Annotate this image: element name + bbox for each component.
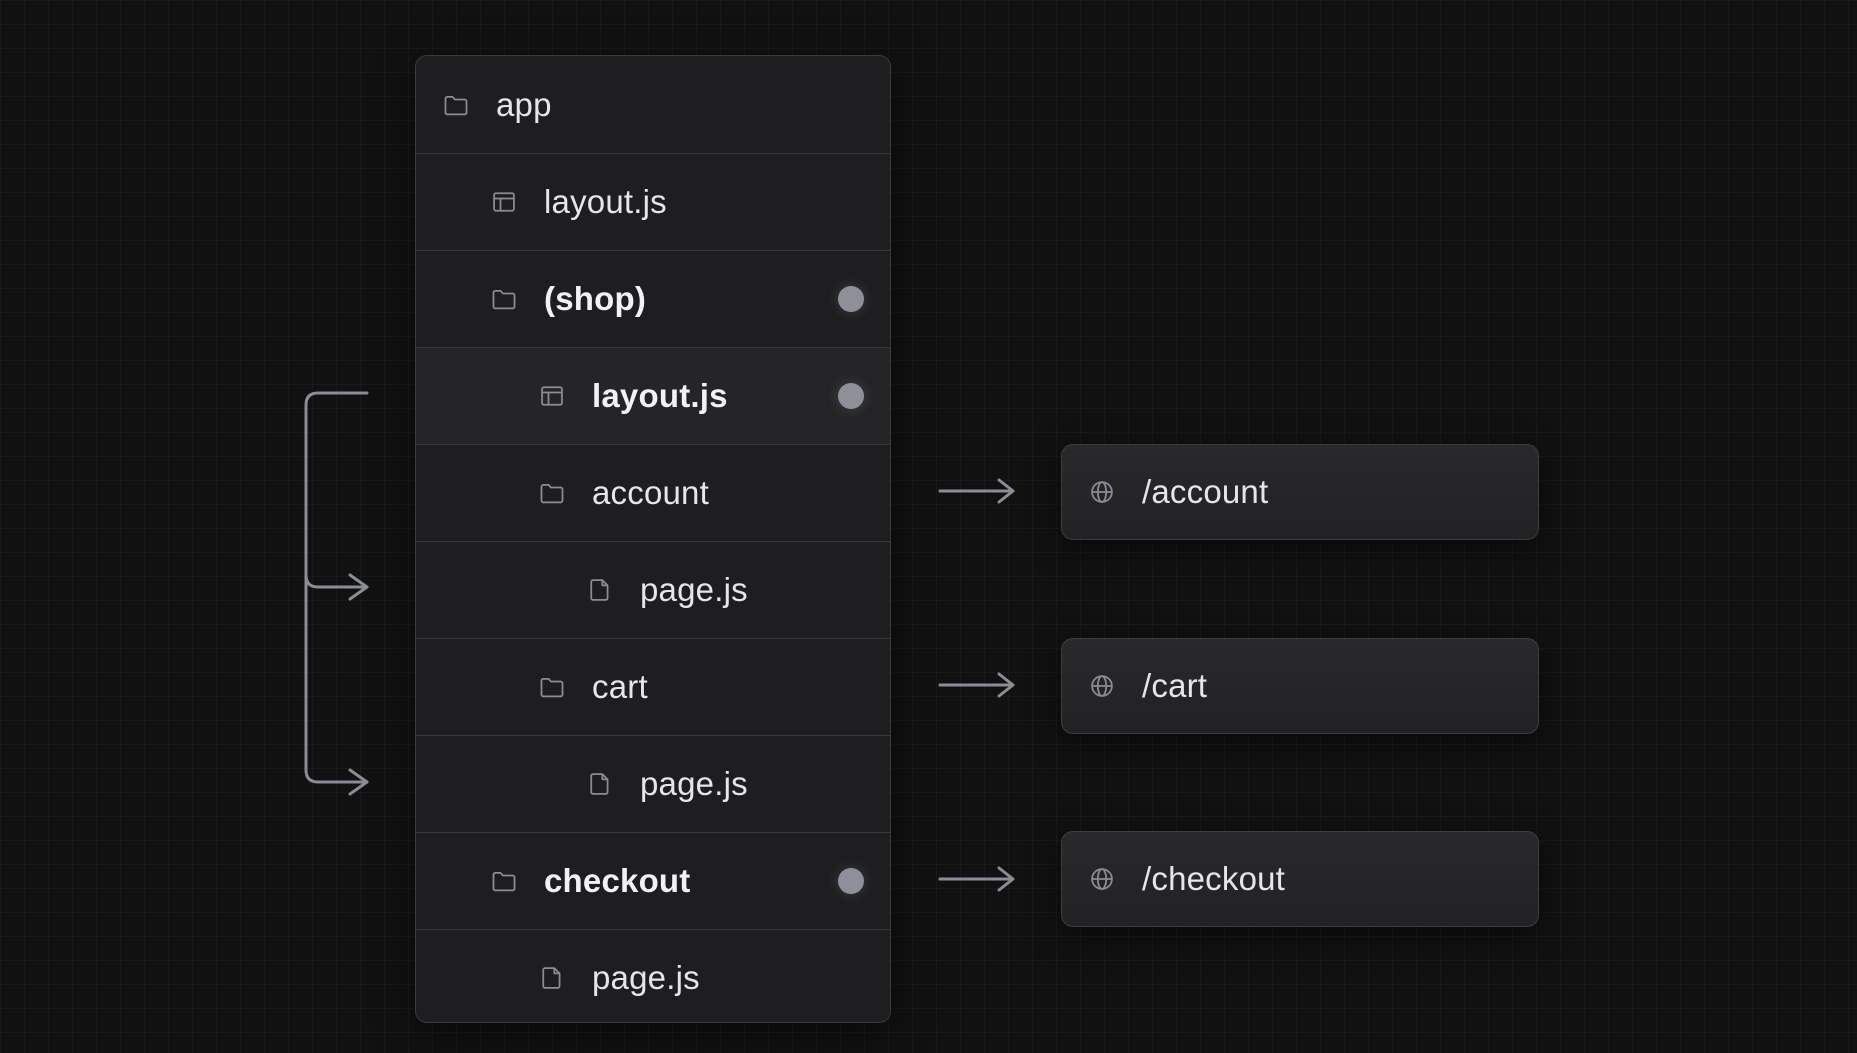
highlight-marker [838,383,864,409]
layout-file-icon [538,382,566,410]
folder-icon [490,285,518,313]
tree-row-app[interactable]: app [416,56,890,153]
folder-icon [538,673,566,701]
route-path: /checkout [1142,860,1286,897]
globe-icon [1088,478,1116,506]
tree-row-label: app [496,85,552,123]
tree-row-label: page.js [640,765,748,802]
tree-row-account[interactable]: account [416,444,890,541]
globe-icon [1088,865,1116,893]
route-card-account[interactable]: /account [1061,444,1539,540]
tree-row-label: account [592,474,709,511]
tree-row-label: (shop) [544,280,647,317]
layout-bracket-branch [304,573,369,589]
tree-row-label: layout.js [544,183,667,220]
layout-file-icon [490,188,518,216]
tree-row-label: layout.js [592,377,728,414]
tree-row-checkout-page-js[interactable]: page.js [416,929,890,1022]
route-arrow-checkout [938,866,1015,892]
bracket-arrowhead-cart [348,768,369,796]
tree-row-label: cart [592,668,648,705]
file-tree: app layout.js (shop) layout.js account p… [415,55,891,1023]
tree-row-checkout[interactable]: checkout [416,832,890,929]
highlight-marker [838,286,864,312]
tree-row-shop-layout-js[interactable]: layout.js [416,347,890,444]
route-path: /cart [1142,667,1208,704]
tree-row-label: page.js [592,959,700,996]
tree-row-layout-js[interactable]: layout.js [416,153,890,250]
folder-icon [490,867,518,895]
folder-icon [538,479,566,507]
route-card-checkout[interactable]: /checkout [1061,831,1539,927]
file-icon [586,576,614,604]
tree-row-label: page.js [640,571,748,608]
tree-row-account-page-js[interactable]: page.js [416,541,890,638]
highlight-marker [838,868,864,894]
tree-row-label: checkout [544,862,691,899]
route-path: /account [1142,473,1269,510]
file-icon [538,964,566,992]
layout-bracket-line [304,391,369,784]
bracket-arrowhead-account [348,573,369,601]
folder-icon [442,91,470,119]
tree-row-cart-page-js[interactable]: page.js [416,735,890,832]
globe-icon [1088,672,1116,700]
file-icon [586,770,614,798]
tree-row-cart[interactable]: cart [416,638,890,735]
tree-row-shop-group[interactable]: (shop) [416,250,890,347]
route-card-cart[interactable]: /cart [1061,638,1539,734]
route-arrow-account [938,478,1015,504]
route-arrow-cart [938,672,1015,698]
